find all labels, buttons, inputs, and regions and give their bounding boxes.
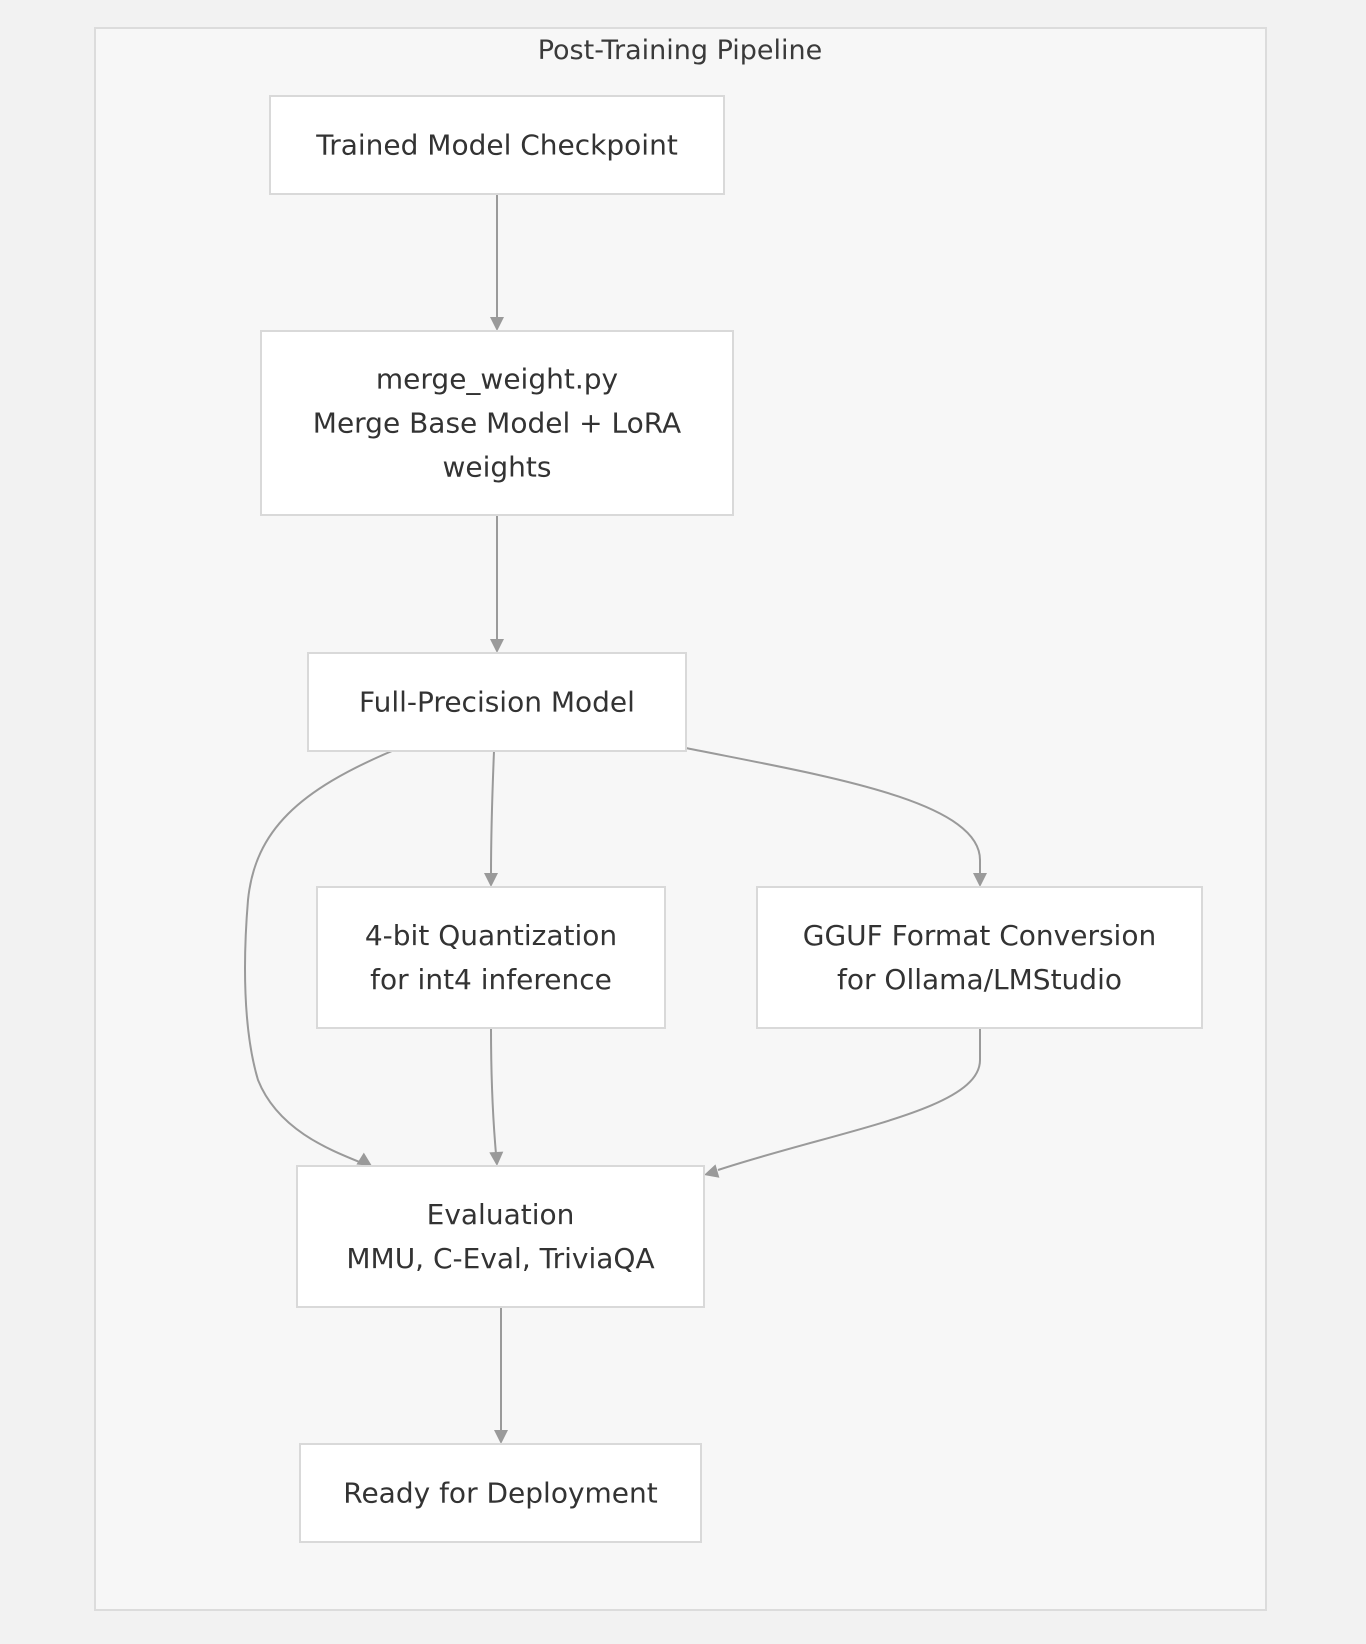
node-label-quant-line-0: 4-bit Quantization bbox=[365, 919, 617, 952]
node-label-fullprec-line-0: Full-Precision Model bbox=[359, 686, 635, 719]
node-label-merge-line-1: Merge Base Model + LoRA bbox=[313, 407, 681, 440]
edge-fullprec-to-quant bbox=[490, 750, 495, 876]
node-checkpoint: Trained Model Checkpoint bbox=[269, 95, 725, 195]
edge-gguf-to-eval bbox=[717, 1028, 981, 1171]
arrowhead-fullprec-to-quant bbox=[484, 873, 498, 887]
node-label-gguf-line-0: GGUF Format Conversion bbox=[803, 919, 1156, 952]
arrowhead-gguf-to-eval bbox=[704, 1164, 720, 1178]
node-box-checkpoint bbox=[269, 95, 725, 195]
node-label-gguf-line-1: for Ollama/LMStudio bbox=[837, 963, 1122, 996]
node-box-merge bbox=[260, 330, 734, 516]
node-box-fullprec bbox=[307, 652, 687, 752]
arrowhead-fullprec-to-gguf bbox=[973, 873, 987, 887]
node-label-checkpoint-line-0: Trained Model Checkpoint bbox=[315, 129, 678, 162]
node-label-merge-line-2: weights bbox=[443, 451, 552, 484]
node-quant: 4-bit Quantization for int4 inference bbox=[316, 886, 666, 1029]
node-label-deploy-line-0: Ready for Deployment bbox=[343, 1477, 658, 1510]
node-deploy: Ready for Deployment bbox=[299, 1443, 702, 1543]
arrowhead-eval-to-deploy bbox=[494, 1430, 508, 1444]
node-gguf: GGUF Format Conversion for Ollama/LMStudi… bbox=[756, 886, 1203, 1029]
node-label-merge-line-0: merge_weight.py bbox=[376, 363, 618, 396]
node-box-gguf bbox=[756, 886, 1203, 1029]
node-label-eval-line-1: MMU, C-Eval, TriviaQA bbox=[346, 1242, 654, 1275]
node-box-eval bbox=[296, 1165, 705, 1308]
edge-quant-to-eval bbox=[490, 1027, 497, 1155]
cluster-frame bbox=[94, 27, 1267, 1611]
arrowhead-merge-to-fullprec bbox=[490, 639, 504, 653]
node-label-quant-line-1: for int4 inference bbox=[370, 963, 612, 996]
nodes-layer: Trained Model Checkpoint merge_weight.pyM… bbox=[260, 95, 1203, 1543]
node-box-quant bbox=[316, 886, 666, 1029]
edge-fullprec-to-eval bbox=[244, 750, 393, 1164]
cluster-title: Post-Training Pipeline bbox=[538, 35, 823, 66]
edge-fullprec-to-gguf bbox=[685, 747, 981, 875]
arrowhead-checkpoint-to-merge bbox=[490, 317, 504, 331]
edges-layer bbox=[244, 194, 987, 1444]
arrowhead-quant-to-eval bbox=[489, 1151, 504, 1166]
arrowhead-fullprec-to-eval bbox=[356, 1152, 372, 1166]
node-box-deploy bbox=[299, 1443, 702, 1543]
node-fullprec: Full-Precision Model bbox=[307, 652, 687, 752]
node-label-eval-line-0: Evaluation bbox=[427, 1198, 575, 1231]
